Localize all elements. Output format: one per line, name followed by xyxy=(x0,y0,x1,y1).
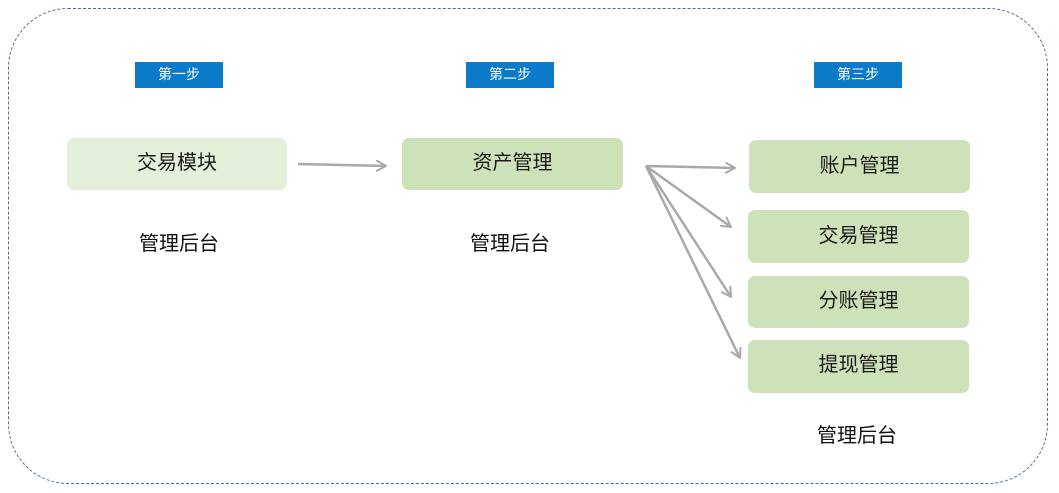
arrow-asset-to-withdrawal xyxy=(644,165,742,359)
account-management-node: 账户管理 xyxy=(749,140,970,193)
arrow-asset-to-account xyxy=(645,161,736,174)
trade-management-node: 交易管理 xyxy=(748,210,969,263)
step-two-badge: 第二步 xyxy=(466,62,554,88)
asset-management-node: 资产管理 xyxy=(402,138,623,190)
stage2-caption: 管理后台 xyxy=(470,231,550,255)
stage1-caption: 管理后台 xyxy=(139,231,219,255)
step-one-badge: 第一步 xyxy=(135,62,223,88)
arrow-asset-to-split xyxy=(644,165,733,298)
withdrawal-management-node: 提现管理 xyxy=(748,340,969,393)
split-account-management-node: 分账管理 xyxy=(748,276,969,328)
arrow-asset-to-trade xyxy=(645,164,732,229)
dashed-container-frame xyxy=(8,8,1048,484)
step-three-badge: 第三步 xyxy=(814,62,902,88)
stage3-caption: 管理后台 xyxy=(817,423,897,447)
arrow-trade-to-asset xyxy=(297,159,387,172)
trade-module-node: 交易模块 xyxy=(67,138,287,190)
